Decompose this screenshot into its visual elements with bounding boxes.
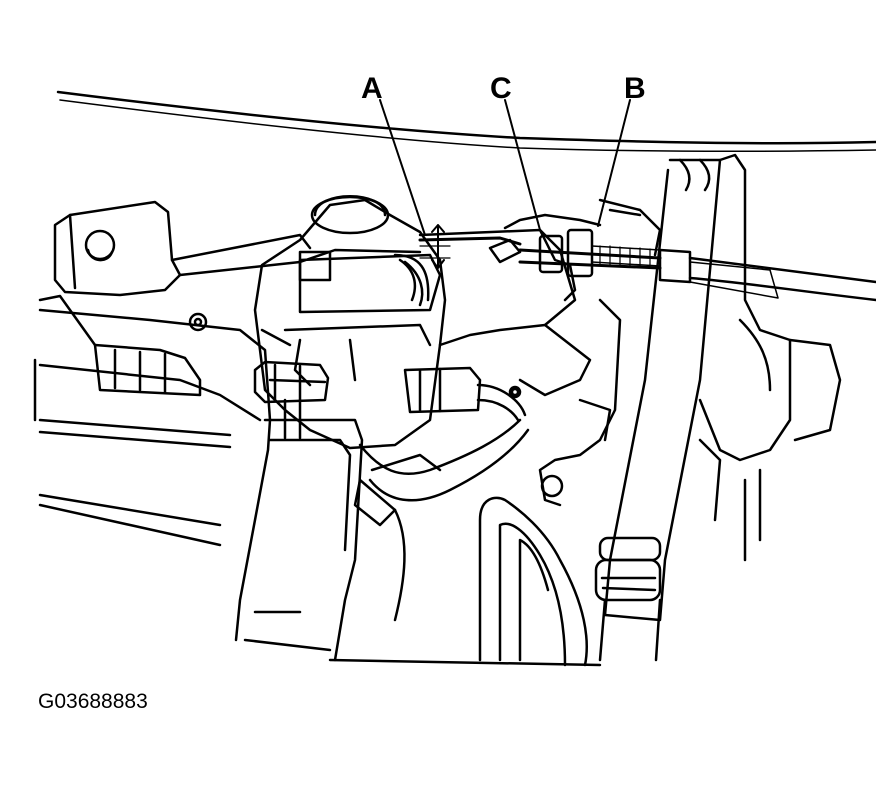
- figure-id: G03688883: [38, 690, 148, 713]
- callout-label-c: C: [490, 72, 512, 105]
- sensor-connector: [403, 366, 527, 422]
- harness-connectors: [38, 294, 202, 397]
- hood-edge: [56, 90, 876, 153]
- pulley: [478, 496, 588, 667]
- intake-hose: [353, 418, 530, 622]
- mounting-bracket: [53, 200, 312, 297]
- throttle-body: [253, 195, 447, 450]
- throttle-cable: [418, 228, 876, 302]
- callout-label-a: A: [361, 72, 383, 105]
- radiator-hose: [594, 158, 722, 662]
- callout-label-b: B: [624, 72, 646, 105]
- duct-clip: [253, 360, 330, 440]
- engine-block: [538, 153, 842, 562]
- callout-leaders: [379, 99, 631, 269]
- air-intake-duct: [33, 308, 602, 667]
- mounting-holes: [188, 312, 564, 498]
